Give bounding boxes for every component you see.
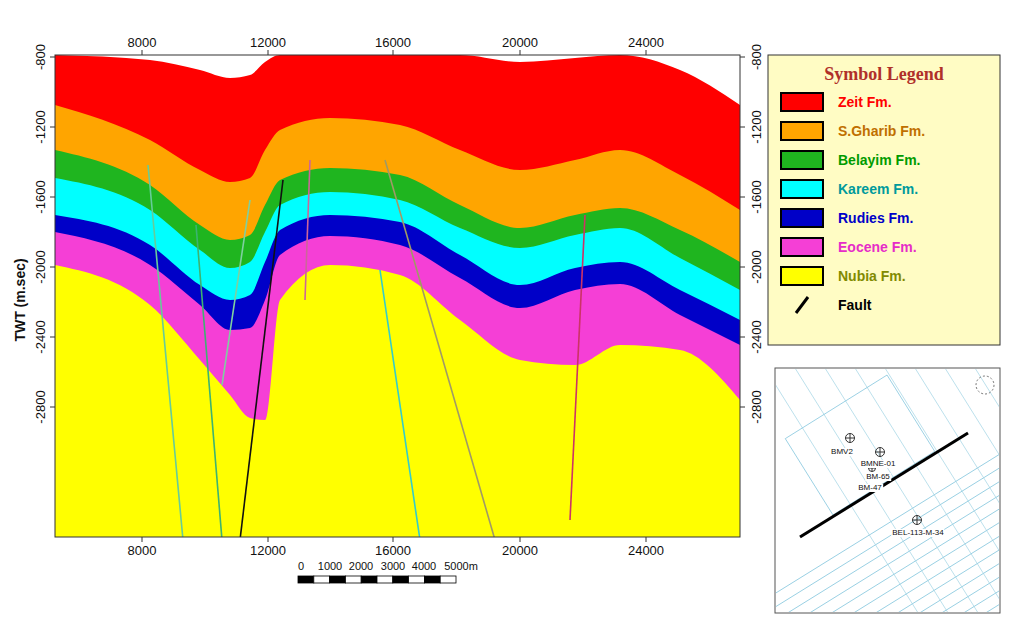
formation-layer (55, 150, 740, 537)
legend-label: Fault (838, 298, 871, 312)
axis-tick-label: -1600 (750, 180, 763, 213)
legend-entry: Zeit Fm. (780, 92, 892, 112)
legend-entry: Fault (780, 295, 871, 315)
formation-layer (55, 55, 740, 537)
legend-label: S.Gharib Fm. (838, 124, 925, 138)
legend-swatch (780, 92, 824, 112)
scale-label: 4000 (412, 561, 436, 572)
legend-label: Nubia Fm. (838, 269, 906, 283)
axis-tick-label: -1200 (34, 110, 47, 143)
fault-line (148, 165, 183, 537)
axis-ticks (50, 50, 745, 542)
legend-entry: Kareem Fm. (780, 179, 918, 199)
inset-survey-lines (776, 369, 999, 612)
inset-map-frame (775, 368, 1000, 613)
legend-heading: Symbol Legend (824, 65, 944, 83)
axis-tick-label: 24000 (628, 544, 664, 557)
fault-line (305, 160, 310, 300)
fault-lines (148, 160, 585, 537)
scale-label: 2000 (349, 561, 373, 572)
legend-entry: Belayim Fm. (780, 150, 920, 170)
fault-swatch (780, 295, 824, 315)
well-name: BM-65 (865, 473, 891, 481)
axis-tick-label: 20000 (502, 36, 538, 49)
legend-entry: Eocene Fm. (780, 237, 917, 257)
axis-tick-label: -2400 (750, 320, 763, 353)
scale-bar (298, 576, 456, 583)
fault-line (570, 215, 585, 520)
well-name: BMV2 (830, 448, 854, 456)
section-line (800, 433, 968, 537)
fault-line (196, 225, 222, 537)
legend-entry: S.Gharib Fm. (780, 121, 925, 141)
legend-swatch (780, 266, 824, 286)
legend-label: Kareem Fm. (838, 182, 918, 196)
plot-frame (55, 55, 740, 537)
axis-title: TWT (m.sec) (13, 258, 27, 341)
axis-tick-label: 20000 (502, 544, 538, 557)
formation-layer (55, 178, 740, 537)
fault-line (385, 160, 495, 537)
axis-tick-label: 16000 (375, 544, 411, 557)
legend-label: Eocene Fm. (838, 240, 917, 254)
legend-entry: Nubia Fm. (780, 266, 906, 286)
axis-tick-label: -2400 (34, 320, 47, 353)
axis-tick-label: 8000 (128, 36, 157, 49)
scale-label: 3000 (381, 561, 405, 572)
axis-tick-label: -2800 (750, 390, 763, 423)
legend-entry: Rudies Fm. (780, 208, 913, 228)
well-name: BMNE-01 (860, 460, 897, 468)
fault-symbol (780, 295, 824, 315)
legend-swatch (780, 237, 824, 257)
scale-label: 5000m (444, 561, 478, 572)
axis-tick-label: -1200 (750, 110, 763, 143)
axis-tick-label: 24000 (628, 36, 664, 49)
fault-line (380, 270, 420, 537)
axis-tick-label: -800 (34, 44, 47, 70)
legend-swatch (780, 121, 824, 141)
legend-swatch (780, 150, 824, 170)
axis-tick-label: -2000 (34, 250, 47, 283)
axis-tick-label: -800 (750, 44, 763, 70)
axis-tick-label: -1600 (34, 180, 47, 213)
fault-line (222, 200, 250, 385)
axis-tick-label: 12000 (250, 36, 286, 49)
fault-line (240, 180, 283, 537)
axis-tick-label: 8000 (128, 544, 157, 557)
formation-layer (55, 105, 740, 537)
scale-label: 1000 (318, 561, 342, 572)
axis-tick-label: 16000 (375, 36, 411, 49)
formation-layer (55, 265, 740, 537)
well-symbols (846, 434, 922, 525)
scale-label: 0 (298, 561, 304, 572)
formation-layers (55, 55, 740, 537)
well-name: BEL-113-M-34 (891, 529, 944, 537)
axis-tick-label: -2800 (34, 390, 47, 423)
well-name: BM-47 (857, 484, 883, 492)
legend-label: Zeit Fm. (838, 95, 892, 109)
axis-tick-label: 12000 (250, 544, 286, 557)
legend-label: Belayim Fm. (838, 153, 920, 167)
legend-label: Rudies Fm. (838, 211, 913, 225)
legend-box (768, 55, 1000, 345)
axis-tick-label: -2000 (750, 250, 763, 283)
legend-swatch (780, 208, 824, 228)
legend-swatch (780, 179, 824, 199)
